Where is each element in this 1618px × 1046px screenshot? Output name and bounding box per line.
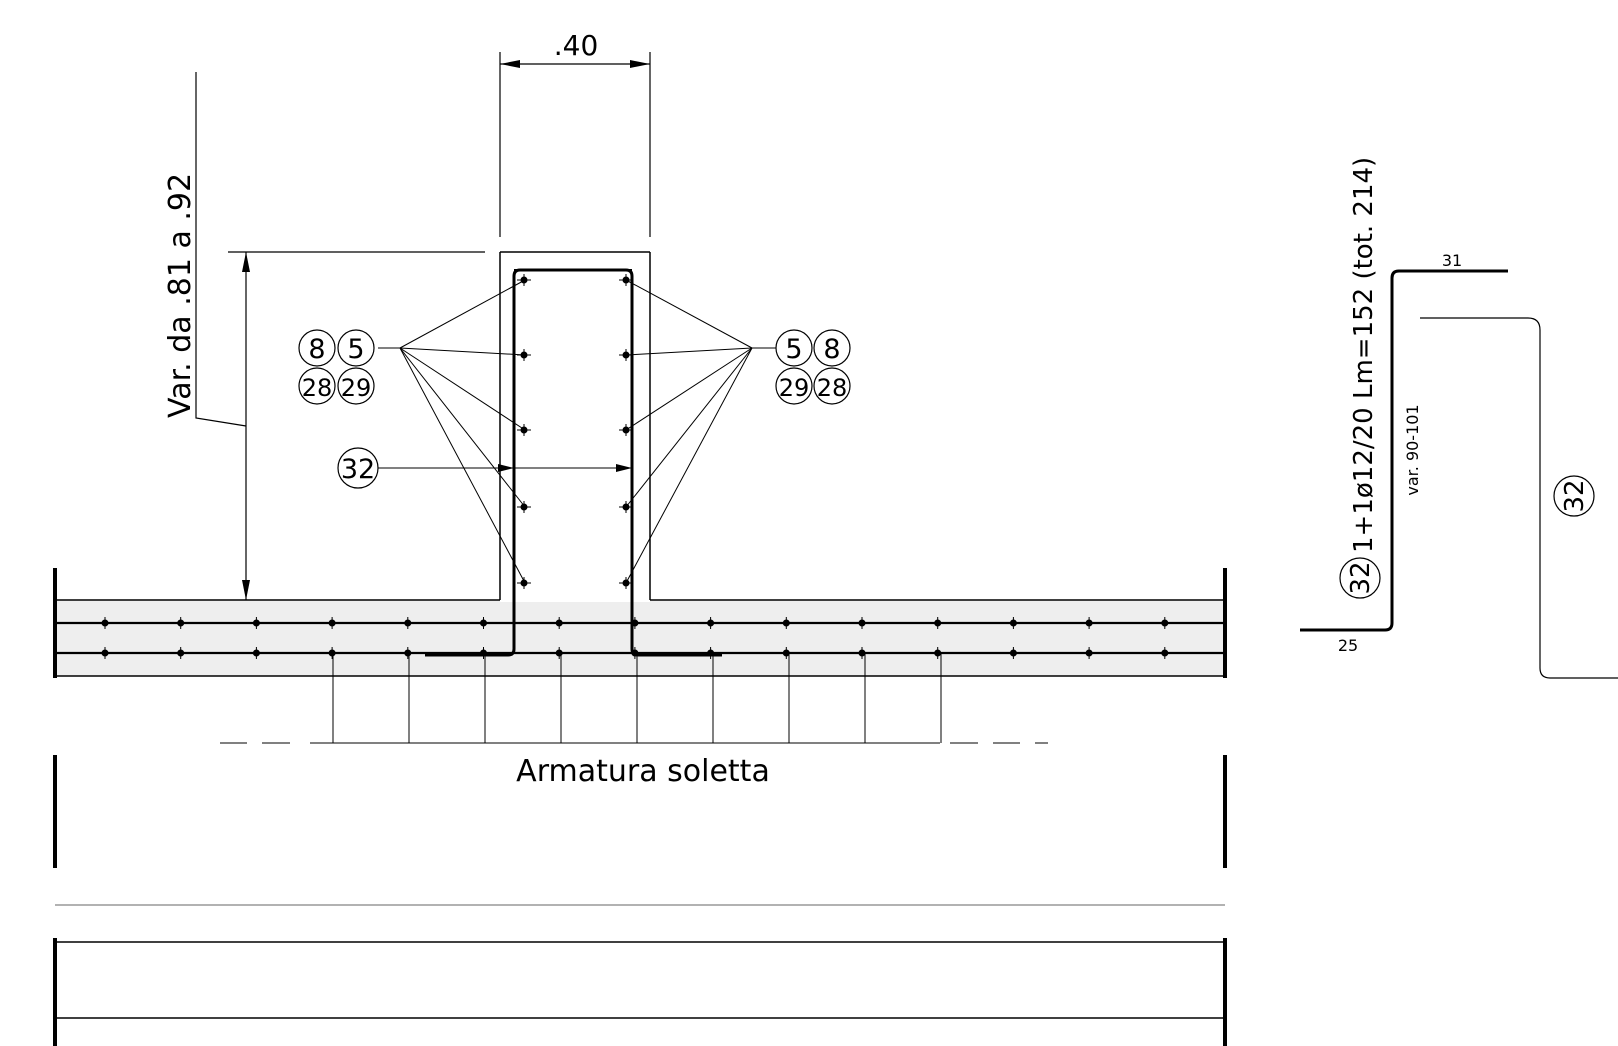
slab-bar-dot	[173, 617, 188, 629]
slab-section	[53, 568, 1227, 678]
slab-bar-dot	[779, 647, 794, 659]
mark-5-left: 5	[347, 334, 364, 365]
slab-reinforcement-callout: Armatura soletta	[220, 653, 1048, 789]
slab-bar-dot	[249, 647, 264, 659]
leader-lines	[378, 279, 776, 584]
mark-28-right: 28	[817, 374, 848, 402]
bar-schedule: 32 1+1ø12/20 Lm=152 (tot. 214) 31 25 var…	[1300, 157, 1618, 679]
slab-label: Armatura soletta	[516, 754, 770, 789]
slab-bar-dots	[98, 617, 1172, 659]
slab-bar-dot	[855, 617, 869, 629]
height-note: var. 90-101	[1403, 404, 1422, 495]
mark-8-right: 8	[823, 334, 840, 365]
slab-bar-dot	[400, 617, 415, 629]
slab-bar-dot	[1006, 647, 1021, 659]
slab-bar-dot	[325, 617, 340, 629]
slab-bar-dot	[855, 647, 869, 659]
slab-bar-dot	[1157, 647, 1172, 659]
schedule-spec: 1+1ø12/20 Lm=152 (tot. 214)	[1349, 157, 1379, 553]
slab-bar-dot	[930, 617, 945, 629]
mark-32: 32	[341, 454, 375, 485]
slab-bar-dot	[249, 617, 264, 629]
slab-bar-dot	[173, 647, 188, 659]
leg-bottom-dim: 25	[1338, 636, 1358, 655]
mark-28-left: 28	[302, 374, 333, 402]
slab-bar-dot	[1082, 647, 1097, 659]
mark-8-left: 8	[308, 334, 325, 365]
slab-bar-dot	[703, 617, 718, 629]
slab-bar-dot	[400, 647, 415, 659]
width-label: .40	[554, 29, 599, 62]
mark-29-left: 29	[341, 374, 372, 402]
slab-bar-dot	[325, 647, 340, 659]
lower-frames	[53, 755, 1227, 1046]
leg-top-dim: 31	[1442, 251, 1462, 270]
bar-marks-right: 5 8 29 28	[775, 329, 851, 405]
slab-bar-dot	[1157, 617, 1172, 629]
slab-bar-dot	[930, 647, 945, 659]
width-dimension: .40	[499, 29, 651, 237]
height-dimension: Var. da .81 a .92	[163, 72, 485, 600]
mark-29-right: 29	[779, 374, 810, 402]
bar-marks-left: 8 5 28 29	[298, 329, 375, 405]
slab-bar-dot	[1082, 617, 1097, 629]
bar-mark-stirrup: 32	[337, 447, 379, 489]
slab-bar-dot	[779, 617, 794, 629]
slab-bar-dot	[552, 617, 567, 629]
slab-bar-dot	[98, 647, 112, 659]
schedule-mark: 32	[1346, 561, 1376, 594]
height-label: Var. da .81 a .92	[163, 173, 198, 418]
rib-section	[425, 251, 722, 657]
slab-bar-dot	[476, 617, 491, 629]
rib-bar-dot	[517, 501, 531, 513]
slab-bar-dot	[1006, 617, 1021, 629]
detail-mark: 32	[1560, 479, 1590, 512]
rib-bar-dot	[517, 577, 531, 589]
slab-bar-dot	[98, 617, 112, 629]
mark-5-right: 5	[785, 334, 802, 365]
